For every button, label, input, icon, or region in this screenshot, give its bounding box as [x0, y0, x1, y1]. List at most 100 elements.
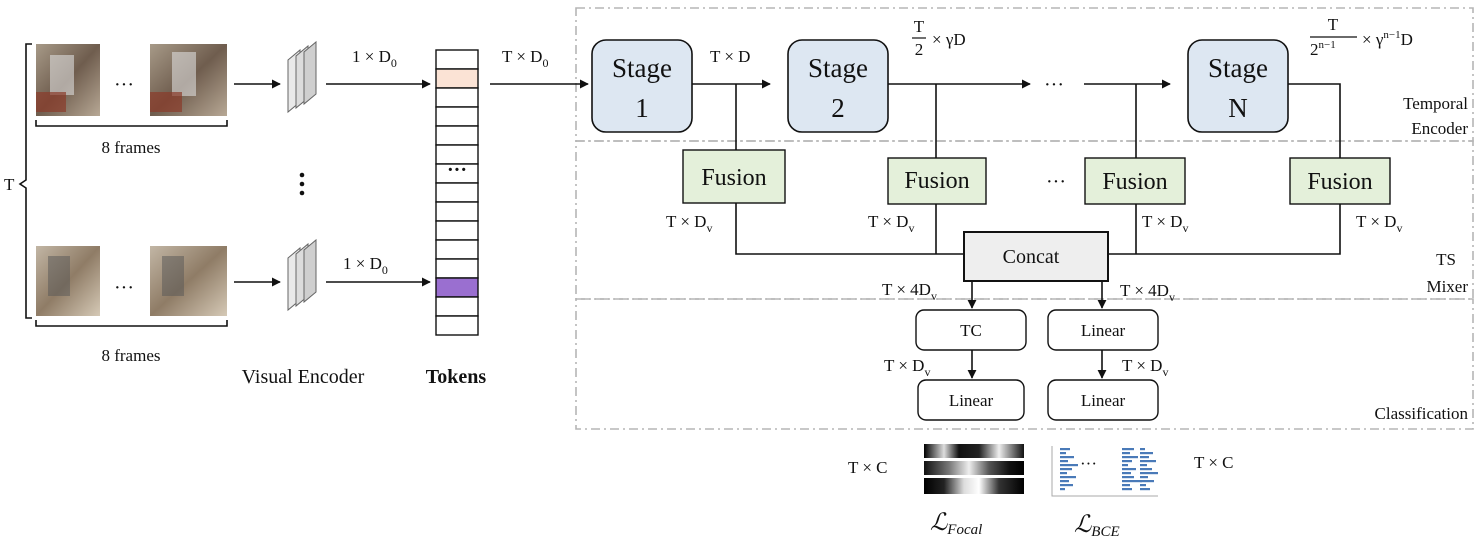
- bce-bar: [1060, 476, 1076, 479]
- token-cell: [435, 220, 479, 241]
- bus-fusion1: [735, 203, 964, 255]
- branch-dim-right: T × Dv: [1122, 356, 1168, 379]
- section-label-ts: TS: [1436, 250, 1456, 269]
- seq-dim: T × D0: [502, 47, 548, 70]
- linear-block-top: Linear: [1047, 309, 1159, 351]
- svg-text:× γn−1D: × γn−1D: [1362, 29, 1413, 49]
- input-frames-bottom: ··· 8 frames: [35, 246, 228, 365]
- table-shape: [150, 92, 182, 112]
- bce-bar: [1060, 448, 1070, 451]
- fusion-label: Fusion: [1307, 169, 1372, 195]
- bce-bar: [1122, 452, 1130, 455]
- token-dim-bottom: 1 × D0: [343, 254, 388, 277]
- stage-ellipsis: ···: [1044, 74, 1064, 96]
- classification-frame: [575, 298, 1474, 430]
- bce-bar: [1140, 452, 1153, 455]
- dim-after-stage1: T × D: [710, 47, 750, 66]
- table-shape: [36, 92, 66, 112]
- token-cell: [435, 182, 479, 203]
- frames-ellipsis: ···: [114, 74, 134, 96]
- output-dim-right: T × C: [1194, 453, 1234, 472]
- bce-bar: [1140, 476, 1148, 479]
- dim-after-stagen: T 2n−1 × γn−1D: [1310, 15, 1413, 59]
- token-column: ···: [435, 49, 479, 336]
- focal-heatmap: [924, 444, 1024, 494]
- tc-block: TC: [915, 309, 1027, 351]
- stage-2: Stage 2: [787, 39, 889, 133]
- fusion-3: Fusion: [1084, 157, 1186, 205]
- token-cell: [435, 239, 479, 260]
- fusion-4: Fusion: [1289, 157, 1391, 205]
- visual-encoder-icon-bottom: [287, 238, 317, 312]
- person-shape: [172, 52, 196, 96]
- tc-box: [915, 309, 1027, 351]
- visual-encoder-icon-top: [287, 40, 317, 114]
- stage-number: N: [1228, 93, 1248, 123]
- bce-bar: [1140, 468, 1152, 471]
- bce-bar: [1140, 456, 1149, 459]
- token-cell: [435, 68, 479, 89]
- fusion-dim-4: T × Dv: [1356, 212, 1402, 235]
- stage-box: [787, 39, 889, 133]
- concat-label: Concat: [1003, 246, 1060, 268]
- bce-bar: [1122, 472, 1131, 475]
- svg-text:2n−1: 2n−1: [1310, 39, 1336, 59]
- fusion-box: [887, 157, 987, 205]
- token-cell: [435, 258, 479, 279]
- stage-number: 2: [831, 93, 845, 123]
- bce-bar: [1060, 468, 1072, 471]
- token-cell: [435, 87, 479, 108]
- heatmap-row: [924, 461, 1024, 475]
- bce-bar: [1060, 464, 1078, 467]
- bce-bar: [1140, 464, 1147, 467]
- vertical-ellipsis: [299, 172, 305, 196]
- token-cell: [435, 125, 479, 146]
- fusion-label: Fusion: [1102, 169, 1167, 195]
- linear-block-left: Linear: [917, 379, 1025, 421]
- section-label-temporal: Temporal: [1403, 94, 1468, 113]
- token-cell: [435, 201, 479, 222]
- concat-dim-right: T × 4Dv: [1120, 281, 1175, 304]
- concat-box: [963, 231, 1109, 282]
- section-label-classification: Classification: [1375, 404, 1469, 423]
- stage-number: 1: [635, 93, 649, 123]
- stage-title: Stage: [612, 53, 672, 83]
- token-dim-top: 1 × D0: [352, 47, 397, 70]
- fusion-ellipsis: ···: [1046, 171, 1066, 193]
- linear-box: [1047, 379, 1159, 421]
- section-frames: [575, 7, 1474, 430]
- bce-bars: [1060, 448, 1158, 491]
- frames-brace-bottom: [35, 320, 228, 327]
- token-ellipsis: ···: [447, 159, 467, 181]
- section-label-encoder: Encoder: [1411, 119, 1468, 138]
- bce-bar: [1140, 472, 1158, 475]
- svg-text:2: 2: [915, 40, 924, 59]
- fusion-dim-1: T × Dv: [666, 212, 712, 235]
- bce-axes: [1051, 446, 1158, 497]
- bce-bar: [1060, 460, 1068, 463]
- fusion-box: [1084, 157, 1186, 205]
- bce-bar: [1122, 460, 1132, 463]
- heatmap-row: [924, 444, 1024, 458]
- bce-bar: [1140, 448, 1145, 451]
- t-brace: [18, 43, 32, 319]
- bce-bar: [1122, 468, 1136, 471]
- tokens-label: Tokens: [426, 366, 487, 388]
- fusion-label: Fusion: [904, 168, 969, 194]
- concat-dim-left: T × 4Dv: [882, 280, 937, 303]
- bce-ellipsis: ···: [1080, 454, 1097, 473]
- loss-focal: ℒFocal: [930, 510, 982, 538]
- fusion-box: [682, 149, 786, 204]
- token-cell: [435, 296, 479, 317]
- stage-1: Stage 1: [591, 39, 693, 133]
- bce-bar: [1122, 476, 1134, 479]
- tap-stagen: [1288, 83, 1341, 158]
- branch-dim-left: T × Dv: [884, 356, 930, 379]
- token-cell: [435, 277, 479, 298]
- svg-text:T: T: [914, 17, 925, 36]
- bce-bar: [1060, 472, 1067, 475]
- bce-bar: [1060, 484, 1073, 487]
- input-frames-top: ··· 8 frames: [35, 44, 228, 157]
- bce-bar: [1060, 480, 1069, 483]
